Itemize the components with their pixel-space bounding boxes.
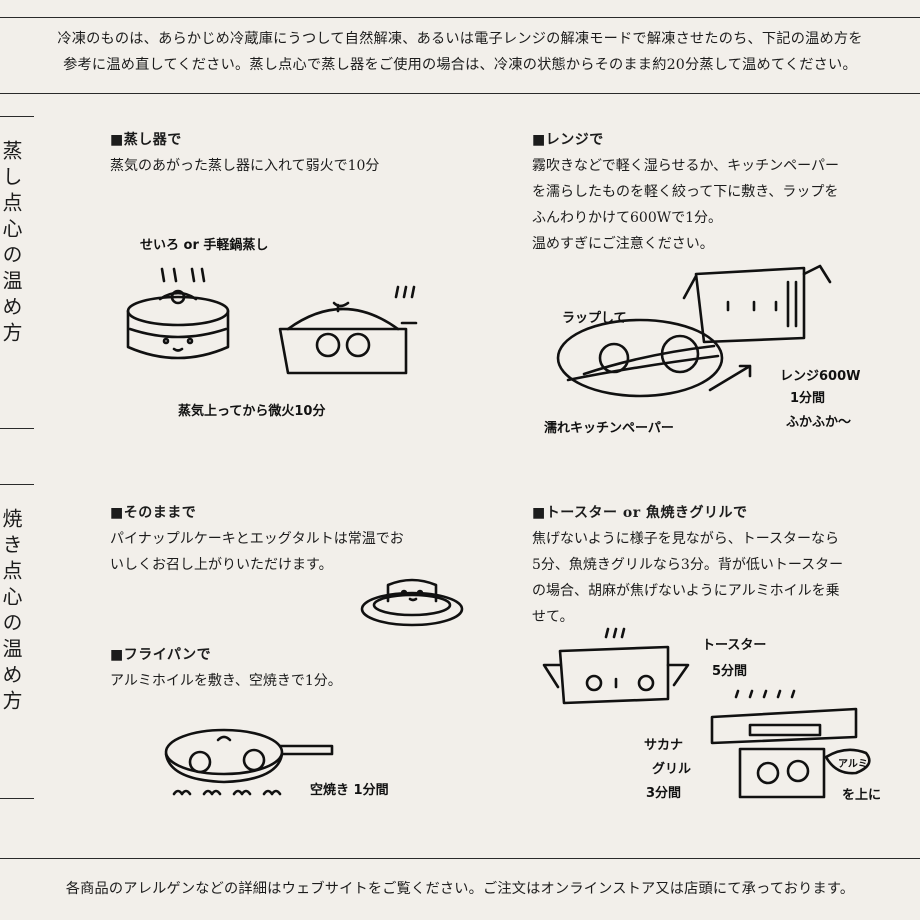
baked-section-title: 焼き点心の温め方 <box>0 508 23 716</box>
foil-top-hand: を上に <box>842 788 881 803</box>
frypan-section: ■フライパンで アルミホイルを敷き、空焼きで1分。 <box>110 642 342 694</box>
microwave-heading: ■レンジで <box>532 132 604 148</box>
intro-bottom-rule <box>0 93 920 94</box>
top-rule <box>0 17 920 18</box>
baked-title-rule-top <box>0 484 34 485</box>
grill-hand-1: サカナ <box>644 738 683 753</box>
steamer-hand-bottom: 蒸気上ってから微火10分 <box>178 403 325 419</box>
microwave-hand-range-2: 1分間 <box>790 390 825 406</box>
as-is-body-line-1: パイナップルケーキとエッグタルトは常温でお <box>110 531 404 547</box>
baked-title-rule-bottom <box>0 798 34 799</box>
intro-text: 冷凍のものは、あらかじめ冷蔵庫にうつして自然解凍、あるいは電子レンジの解凍モード… <box>0 26 920 78</box>
microwave-hand-range-1: レンジ600W <box>780 369 860 384</box>
grill-hand-3: 3分間 <box>646 785 681 801</box>
as-is-heading: ■そのままで <box>110 505 197 521</box>
toaster-illustration: トースター 5分間 サカナ グリル 3分間 アルミ を上に <box>536 625 896 810</box>
cake-illustration <box>358 575 468 635</box>
microwave-hand-paper: 濡れキッチンペーパー <box>544 420 674 436</box>
steamer-section: ■蒸し器で 蒸気のあがった蒸し器に入れて弱火で10分 <box>110 127 379 179</box>
microwave-illustration: ラップして 濡れキッチンペーパー レンジ600W 1分間 ふかふか〜 <box>540 262 900 452</box>
steamer-hand-top: せいろ or 手軽鍋蒸し <box>140 237 268 253</box>
intro-line-1: 冷凍のものは、あらかじめ冷蔵庫にうつして自然解凍、あるいは電子レンジの解凍モード… <box>57 31 863 47</box>
steamer-heading: ■蒸し器で <box>110 132 182 148</box>
toaster-body-line-4: せて。 <box>532 609 574 625</box>
toaster-body-line-1: 焦げないように様子を見ながら、トースターなら <box>532 531 840 547</box>
footer-top-rule <box>0 858 920 859</box>
steamer-illustration: せいろ or 手軽鍋蒸し 蒸気上ってから微火10分 <box>120 225 440 425</box>
toaster-heading: ■トースター or 魚焼きグリルで <box>532 505 748 521</box>
frypan-heading: ■フライパンで <box>110 647 212 663</box>
steamer-body-line-1: 蒸気のあがった蒸し器に入れて弱火で10分 <box>110 158 380 174</box>
frypan-illustration: 空焼き 1分間 <box>160 718 460 808</box>
microwave-body-line-4: 温めすぎにご注意ください。 <box>532 236 714 252</box>
toaster-body-line-2: 5分、魚焼きグリルなら3分。背が低いトースター <box>532 557 844 573</box>
intro-line-2: 参考に温め直してください。蒸し点心で蒸し器をご使用の場合は、冷凍の状態からそのま… <box>63 57 857 73</box>
steamed-title-rule-top <box>0 116 34 117</box>
frypan-hand: 空焼き 1分間 <box>310 782 389 798</box>
foil-hand: アルミ <box>838 758 868 770</box>
toaster-section: ■トースター or 魚焼きグリルで 焦げないように様子を見ながら、トースターなら… <box>532 500 843 630</box>
toaster-body-line-3: の場合、胡麻が焦げないようにアルミホイルを乗 <box>532 583 840 599</box>
steamed-section-title: 蒸し点心の温め方 <box>0 140 23 348</box>
steamed-title-rule-bottom <box>0 428 34 429</box>
as-is-section: ■そのままで パイナップルケーキとエッグタルトは常温でお いしくお召し上がりいた… <box>110 500 404 578</box>
microwave-body-line-1: 霧吹きなどで軽く湿らせるか、キッチンペーパー <box>532 158 840 174</box>
microwave-hand-wrap: ラップして <box>562 311 627 326</box>
microwave-hand-range-3: ふかふか〜 <box>786 415 851 430</box>
grill-hand-2: グリル <box>652 761 691 777</box>
microwave-body-line-2: を濡らしたものを軽く絞って下に敷き、ラップを <box>532 184 839 200</box>
microwave-body-line-3: ふんわりかけて600Wで1分。 <box>532 210 723 226</box>
footer-text: 各商品のアレルゲンなどの詳細はウェブサイトをご覧ください。ご注文はオンラインスト… <box>65 881 855 897</box>
as-is-body-line-2: いしくお召し上がりいただけます。 <box>110 557 333 573</box>
toaster-hand-time: 5分間 <box>712 663 747 679</box>
toaster-hand-label: トースター <box>702 638 766 653</box>
microwave-section: ■レンジで 霧吹きなどで軽く湿らせるか、キッチンペーパー を濡らしたものを軽く絞… <box>532 127 839 257</box>
frypan-body-line-1: アルミホイルを敷き、空焼きで1分。 <box>110 673 342 689</box>
